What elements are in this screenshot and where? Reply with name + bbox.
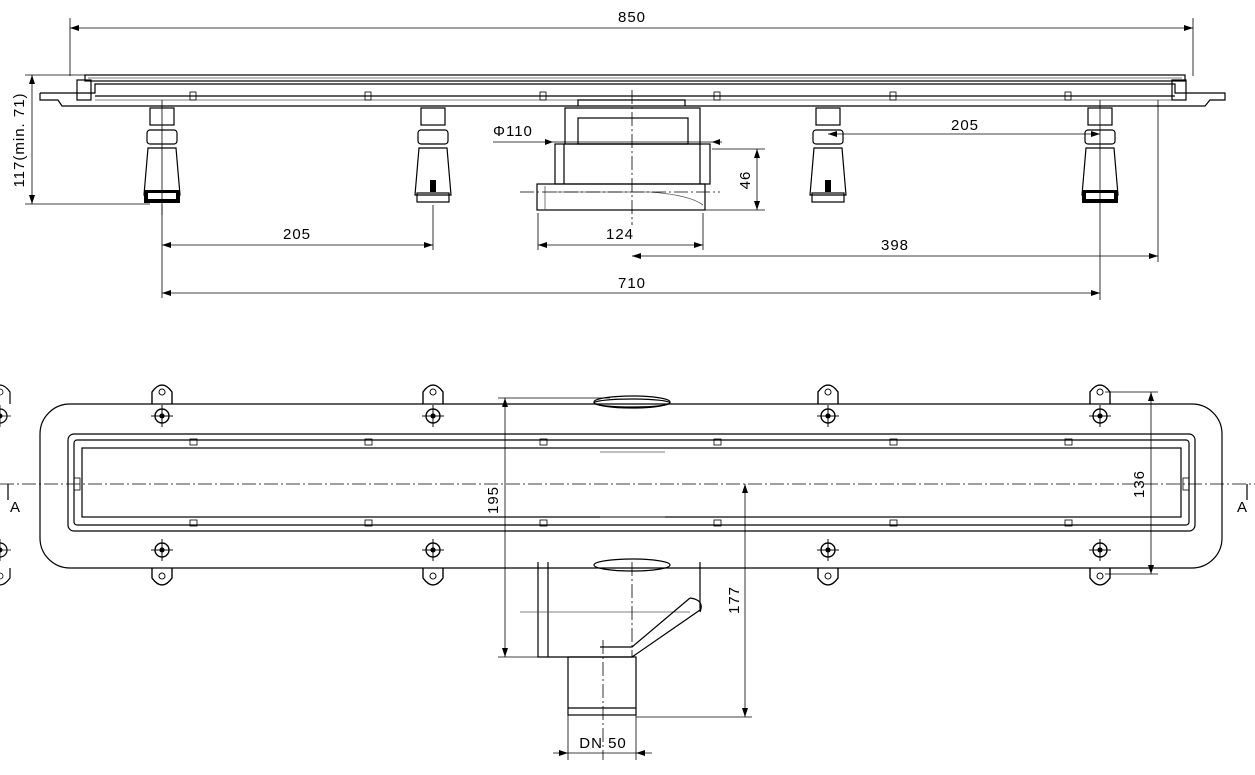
mounting-tabs [0, 384, 1112, 586]
dim-label: Φ110 [493, 123, 533, 140]
dimension-46: 46 [705, 148, 765, 211]
dim-label: 205 [283, 226, 311, 243]
dim-label: 850 [618, 9, 646, 26]
dimension-phi110: Φ110 [493, 123, 722, 145]
channel-frame [67, 433, 1196, 532]
dim-label: 177 [726, 586, 743, 614]
outlet-section [520, 90, 720, 225]
mounting-holes [150, 384, 1112, 586]
dimension-136: 136 [1105, 391, 1158, 575]
adjustable-feet [143, 100, 1119, 300]
section-label: A [1237, 499, 1248, 516]
dim-label: 136 [1131, 470, 1148, 498]
section-marker-right: A [1237, 484, 1248, 516]
dim-label: 46 [737, 171, 754, 190]
dimension-398: 398 [632, 100, 1159, 262]
foot [809, 107, 847, 203]
dimension-205-left: 205 [162, 205, 434, 250]
dim-label: 195 [485, 486, 502, 514]
channel-section [39, 74, 1226, 107]
foot [414, 107, 452, 203]
dim-label: 124 [606, 226, 634, 243]
section-marker-left: A [7, 484, 21, 516]
dimension-850: 850 [69, 9, 1194, 76]
outlet-top-view [520, 562, 702, 760]
dim-label: 710 [618, 275, 646, 292]
dim-label: 205 [951, 117, 979, 134]
dimension-195: 195 [485, 397, 610, 658]
dimension-124: 124 [537, 213, 704, 250]
dim-label: 117(min. 71) [11, 92, 28, 187]
grating [81, 447, 1182, 518]
section-label: A [10, 499, 21, 516]
dim-label: DN 50 [579, 735, 627, 752]
top-view: A A 195 [0, 384, 1255, 760]
foot [1081, 100, 1119, 300]
side-view: 850 [11, 9, 1226, 300]
dimension-177: 177 [636, 484, 752, 718]
dimension-710: 710 [161, 205, 1100, 298]
dim-label: 398 [881, 237, 909, 254]
dimension-117: 117(min. 71) [11, 74, 150, 205]
dimension-dn50: DN 50 [553, 715, 652, 760]
dimension-205-right: 205 [828, 117, 1100, 137]
foot [143, 100, 181, 215]
